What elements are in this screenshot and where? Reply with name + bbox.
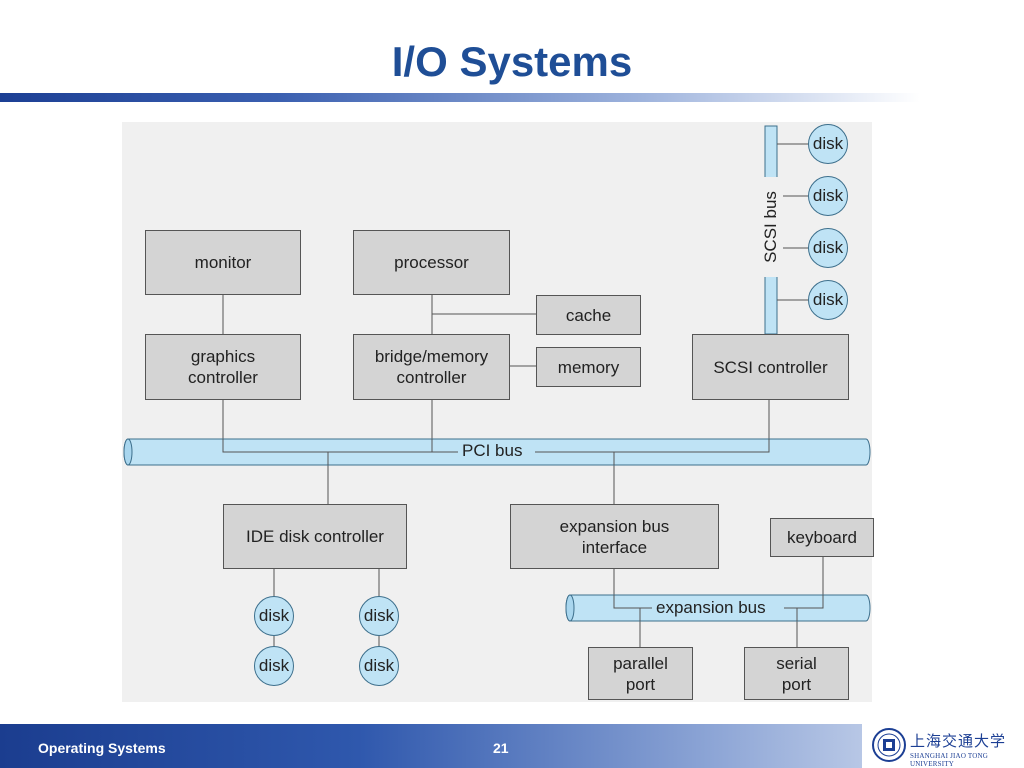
- scsi-disk: disk: [808, 176, 848, 216]
- ide-disk: disk: [254, 646, 294, 686]
- memory-box: memory: [536, 347, 641, 387]
- ide-disk: disk: [359, 646, 399, 686]
- monitor-box: monitor: [145, 230, 301, 295]
- university-seal-icon: [872, 728, 906, 762]
- scsi-disk: disk: [808, 124, 848, 164]
- scsi-controller-box: SCSI controller: [692, 334, 849, 400]
- expansion-bus-label: expansion bus: [652, 598, 770, 618]
- serial-port-box: serial port: [744, 647, 849, 700]
- scsi-disk: disk: [808, 228, 848, 268]
- scsi-bus-label: SCSI bus: [761, 177, 783, 277]
- expansion-bus-interface-box: expansion bus interface: [510, 504, 719, 569]
- university-name-cn: 上海交通大学: [910, 732, 1007, 750]
- keyboard-box: keyboard: [770, 518, 874, 557]
- university-name-en: SHANGHAI JIAO TONG UNIVERSITY: [910, 752, 989, 768]
- processor-box: processor: [353, 230, 510, 295]
- footer-course-title: Operating Systems: [38, 740, 166, 756]
- page-number: 21: [493, 740, 509, 756]
- ide-disk-controller-box: IDE disk controller: [223, 504, 407, 569]
- title-underline: [0, 93, 920, 102]
- parallel-port-box: parallel port: [588, 647, 693, 700]
- slide-title: I/O Systems: [391, 38, 633, 85]
- ide-disk: disk: [254, 596, 294, 636]
- io-architecture-diagram: monitor processor cache graphics control…: [122, 122, 874, 702]
- bridge-memory-controller-box: bridge/memory controller: [353, 334, 510, 400]
- graphics-controller-box: graphics controller: [145, 334, 301, 400]
- pci-bus-label: PCI bus: [458, 441, 527, 461]
- scsi-disk: disk: [808, 280, 848, 320]
- cache-box: cache: [536, 295, 641, 335]
- ide-disk: disk: [359, 596, 399, 636]
- footer-bar: [0, 724, 1024, 768]
